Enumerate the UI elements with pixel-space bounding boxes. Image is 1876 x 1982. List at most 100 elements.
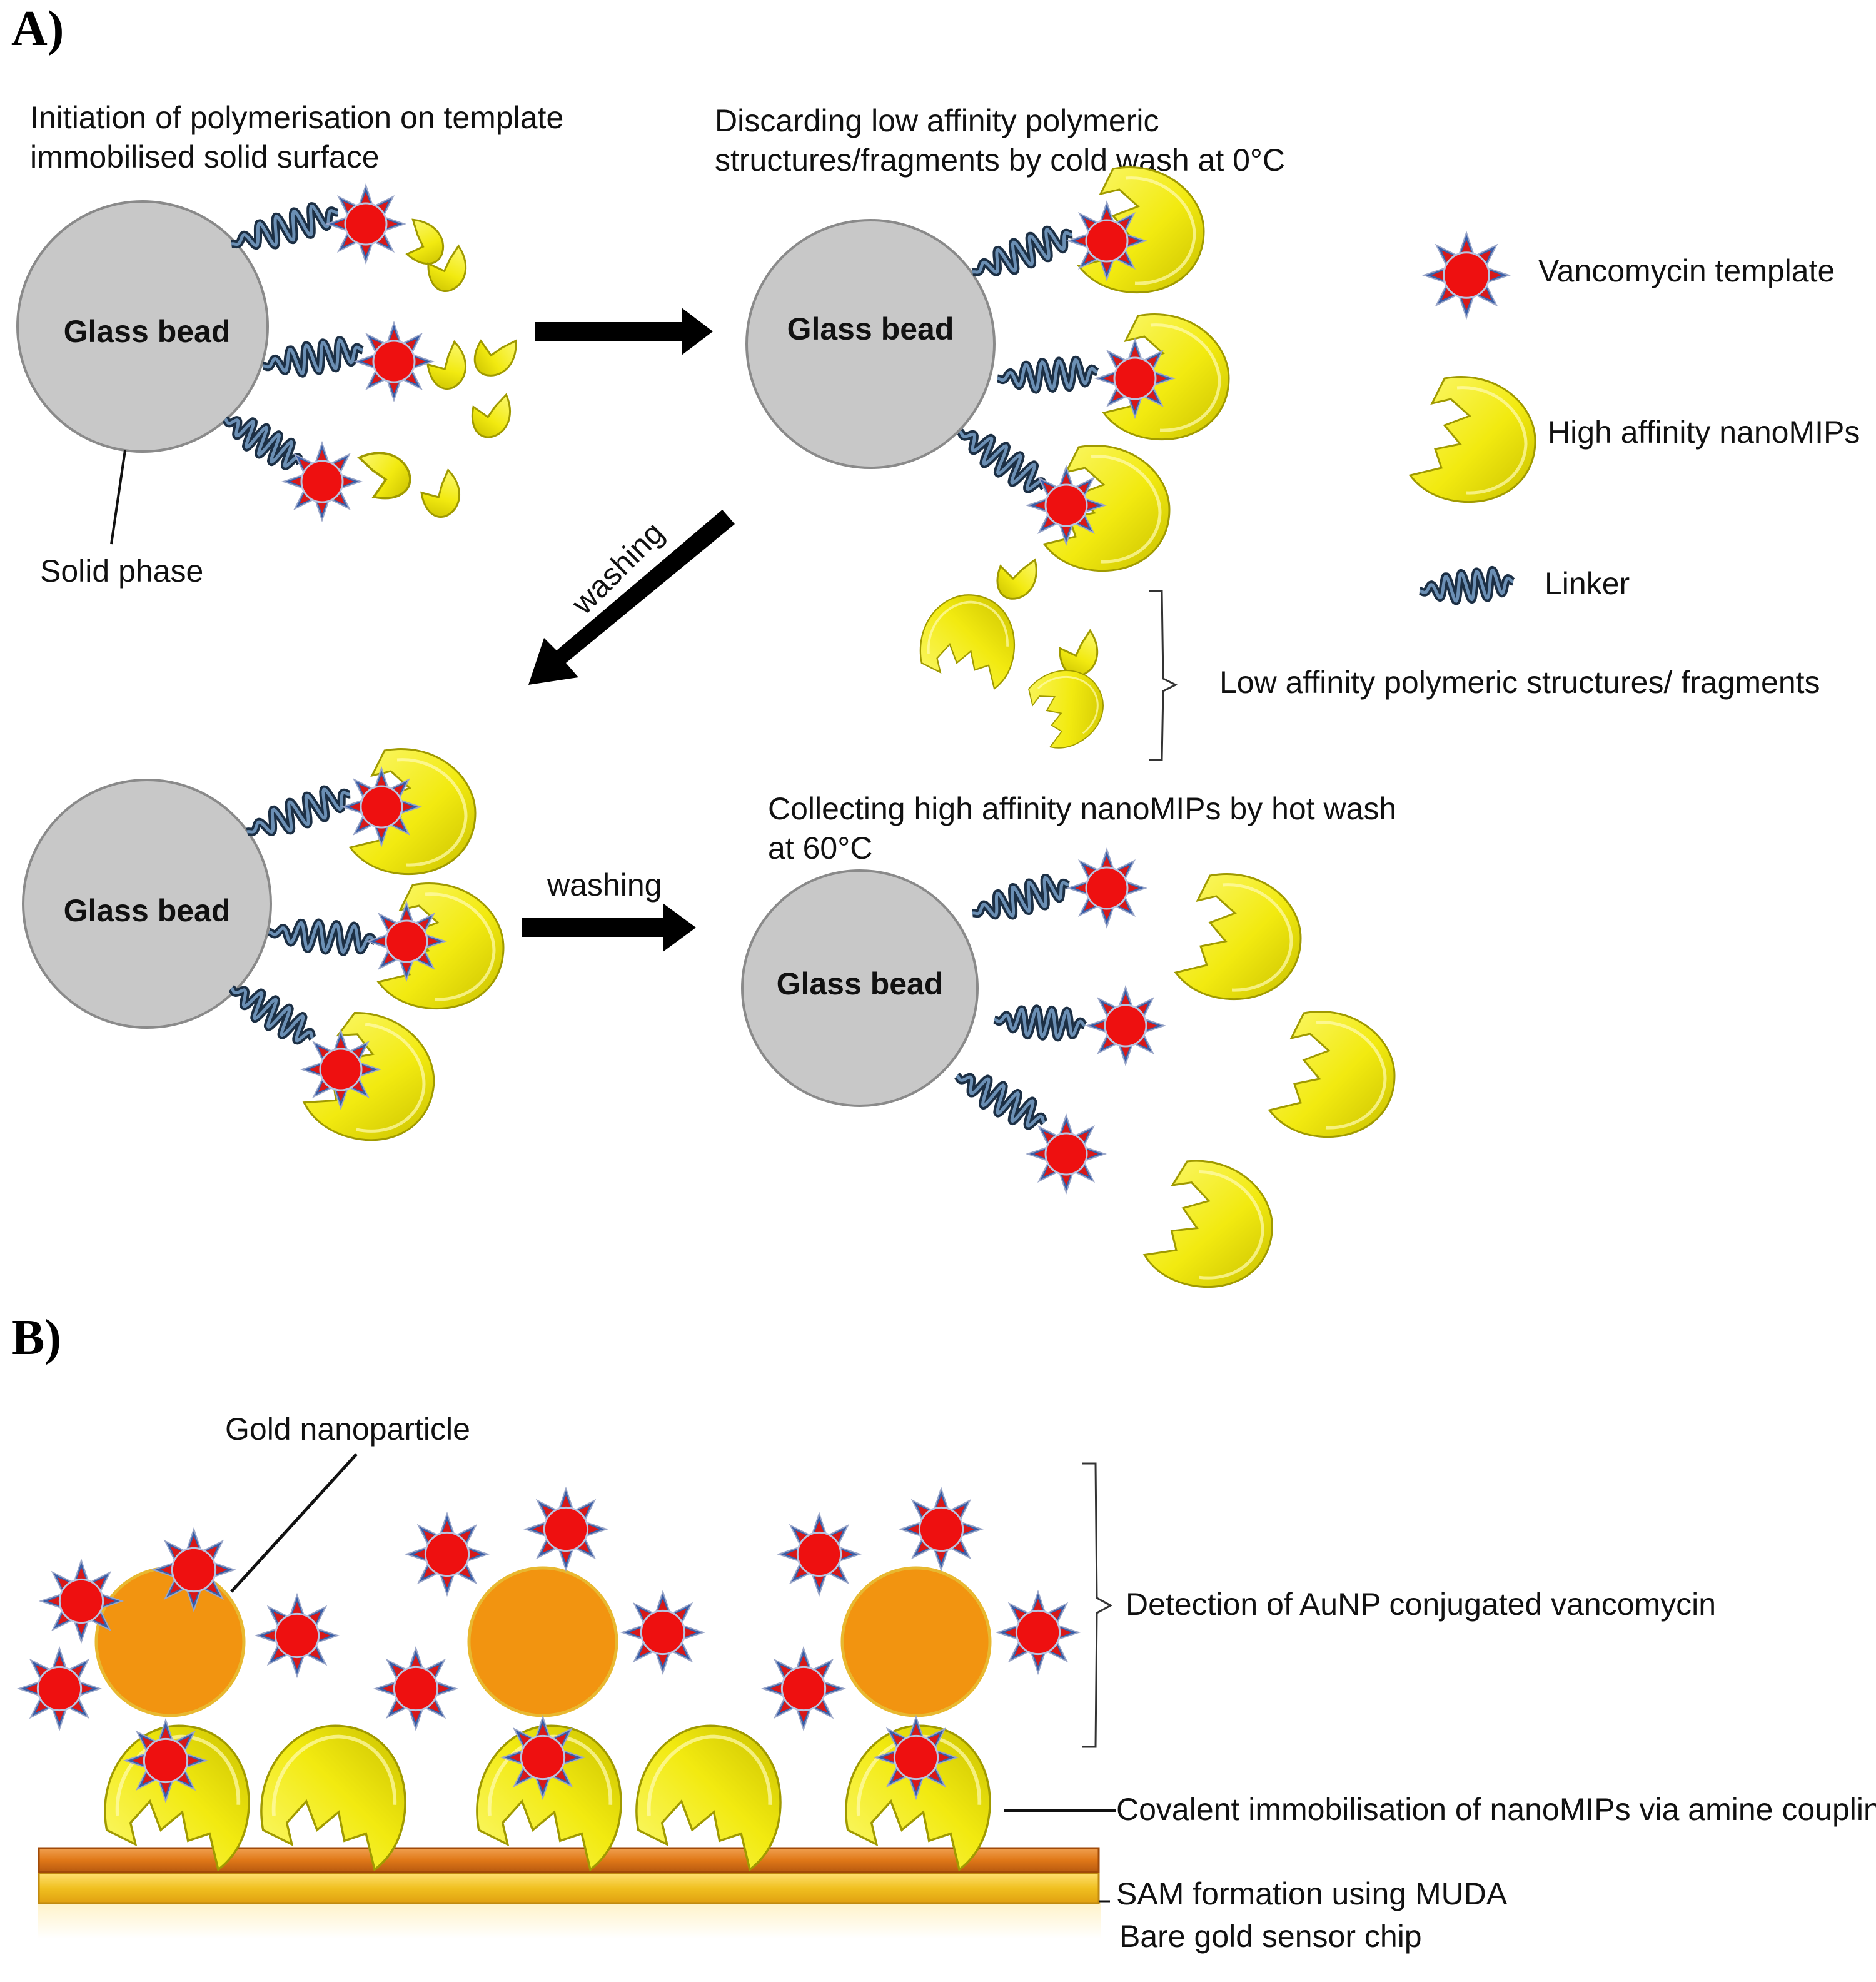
linker	[1416, 565, 1516, 605]
vancomycin-star	[1066, 847, 1148, 929]
vancomycin-star	[1084, 984, 1167, 1067]
vancomycin-star	[995, 1589, 1081, 1676]
detection-label: Detection of AuNP conjugated vancomycin	[1126, 1587, 1716, 1622]
vancomycin-star	[873, 1714, 959, 1801]
glass-bead-label: Glass bead	[64, 893, 231, 928]
vancomycin-star	[523, 1486, 609, 1572]
arrow-diagonal	[528, 510, 735, 685]
gold-nanoparticle-2	[467, 1566, 618, 1717]
panel-b-label: B)	[11, 1310, 61, 1365]
nanomip	[1174, 873, 1302, 1001]
arrow-right-top	[535, 308, 713, 355]
vancomycin-star	[16, 1646, 103, 1732]
vancomycin-star	[281, 440, 363, 523]
vancomycin-star	[898, 1486, 984, 1572]
glass-bead-1: Glass bead	[16, 200, 269, 453]
linker	[266, 918, 378, 956]
solid-phase-label: Solid phase	[40, 554, 203, 589]
linker-group	[221, 202, 1101, 1130]
nanomip	[1268, 1011, 1396, 1138]
vancomycin-star	[38, 1558, 124, 1644]
low-affinity-fragment	[357, 452, 411, 500]
nanomip	[376, 882, 505, 1010]
vancomycin-star	[1025, 464, 1107, 547]
legend-template-label: Vancomycin template	[1538, 253, 1835, 288]
low-affinity-fragment	[405, 218, 445, 265]
linker	[994, 355, 1101, 394]
vancomycin-star	[620, 1589, 706, 1676]
discarding-text-line2: structures/fragments by cold wash at 0°C	[715, 143, 1285, 178]
nanomip	[1042, 445, 1171, 572]
solid-phase-pointer	[110, 450, 126, 545]
vancomycin-star	[500, 1714, 586, 1801]
linker	[244, 785, 353, 836]
glass-bead-label: Glass bead	[787, 311, 954, 346]
legend-vancomycin-icon	[1421, 230, 1511, 320]
legend-nanomips-label: High affinity nanoMIPs	[1548, 415, 1860, 450]
collecting-text-line1: Collecting high affinity nanoMIPs by hot…	[768, 791, 1396, 826]
vancomycin-star	[151, 1527, 237, 1613]
bare-chip-label: Bare gold sensor chip	[1119, 1919, 1422, 1954]
low-affinity-fragment	[427, 244, 467, 292]
vancomycin-star	[776, 1511, 862, 1597]
linker	[228, 202, 341, 250]
linker	[969, 874, 1072, 920]
chip-glow	[38, 1901, 1101, 1939]
vancomycin-star	[254, 1592, 340, 1679]
vancomycin-star	[373, 1646, 459, 1732]
legend-linker-label: Linker	[1545, 566, 1630, 601]
nanomip	[1408, 376, 1536, 503]
sam-label: SAM formation using MUDA	[1116, 1876, 1508, 1911]
linker	[221, 415, 304, 470]
gold-nanoparticle-label: Gold nanoparticle	[225, 1412, 470, 1447]
arrow-right-lower	[522, 903, 696, 952]
vancomycin-group	[281, 183, 1176, 1195]
legend-linker-icon	[1416, 565, 1516, 605]
low-affinity-fragment	[473, 339, 517, 377]
low-affinity-fragment	[996, 558, 1037, 600]
low-affinity-fragment	[471, 393, 512, 438]
low-affinity-fragment	[420, 468, 461, 518]
vancomycin-star	[1025, 1113, 1107, 1195]
gold-nanoparticle-pointer	[230, 1453, 358, 1593]
vancomycin-star	[353, 320, 435, 403]
initiation-text-line1: Initiation of polymerisation on template	[30, 100, 563, 135]
vancomycin-star	[300, 1028, 382, 1111]
vancomycin-star	[123, 1717, 209, 1804]
vancomycin-star	[340, 766, 423, 848]
linker	[991, 1004, 1088, 1042]
vancomycin-chip-group	[16, 1486, 1081, 1804]
vancomycin-star	[1066, 200, 1148, 282]
initiation-text-line2: immobilised solid surface	[30, 139, 380, 174]
nanomip	[302, 1011, 435, 1141]
nanomip	[260, 1724, 406, 1872]
glass-bead-label: Glass bead	[64, 314, 231, 349]
linker	[953, 1072, 1048, 1130]
collecting-text-line2: at 60°C	[768, 831, 872, 866]
detection-brace	[1082, 1462, 1113, 1748]
vancomycin-star	[365, 900, 448, 983]
vancomycin-star	[1421, 230, 1511, 320]
vancomycin-star	[760, 1646, 847, 1732]
glass-bead-2: Glass bead	[745, 219, 996, 469]
low-affinity-fragment	[426, 340, 467, 390]
linker	[956, 428, 1048, 493]
covalent-label: Covalent immobilisation of nanoMIPs via …	[1116, 1792, 1876, 1827]
legend-low-affinity-label: Low affinity polymeric structures/ fragm…	[1219, 665, 1820, 700]
linker	[228, 984, 316, 1045]
linker	[260, 336, 366, 378]
glass-bead-4: Glass bead	[741, 869, 979, 1107]
discarding-text-line1: Discarding low affinity polymeric	[715, 103, 1159, 138]
bare-gold-chip	[38, 1872, 1100, 1904]
glass-bead-label: Glass bead	[777, 966, 944, 1001]
sam-layer	[38, 1847, 1100, 1873]
vancomycin-star	[325, 183, 407, 265]
gold-nanoparticle-3	[840, 1566, 992, 1717]
vancomycin-star	[404, 1511, 490, 1597]
vancomycin-star	[1094, 337, 1176, 420]
low-affinity-brace	[1149, 590, 1178, 761]
nanomip	[1142, 1160, 1273, 1288]
legend: Vancomycin template High affinity nanoMI…	[1408, 230, 1860, 605]
nanomip	[919, 594, 1016, 690]
